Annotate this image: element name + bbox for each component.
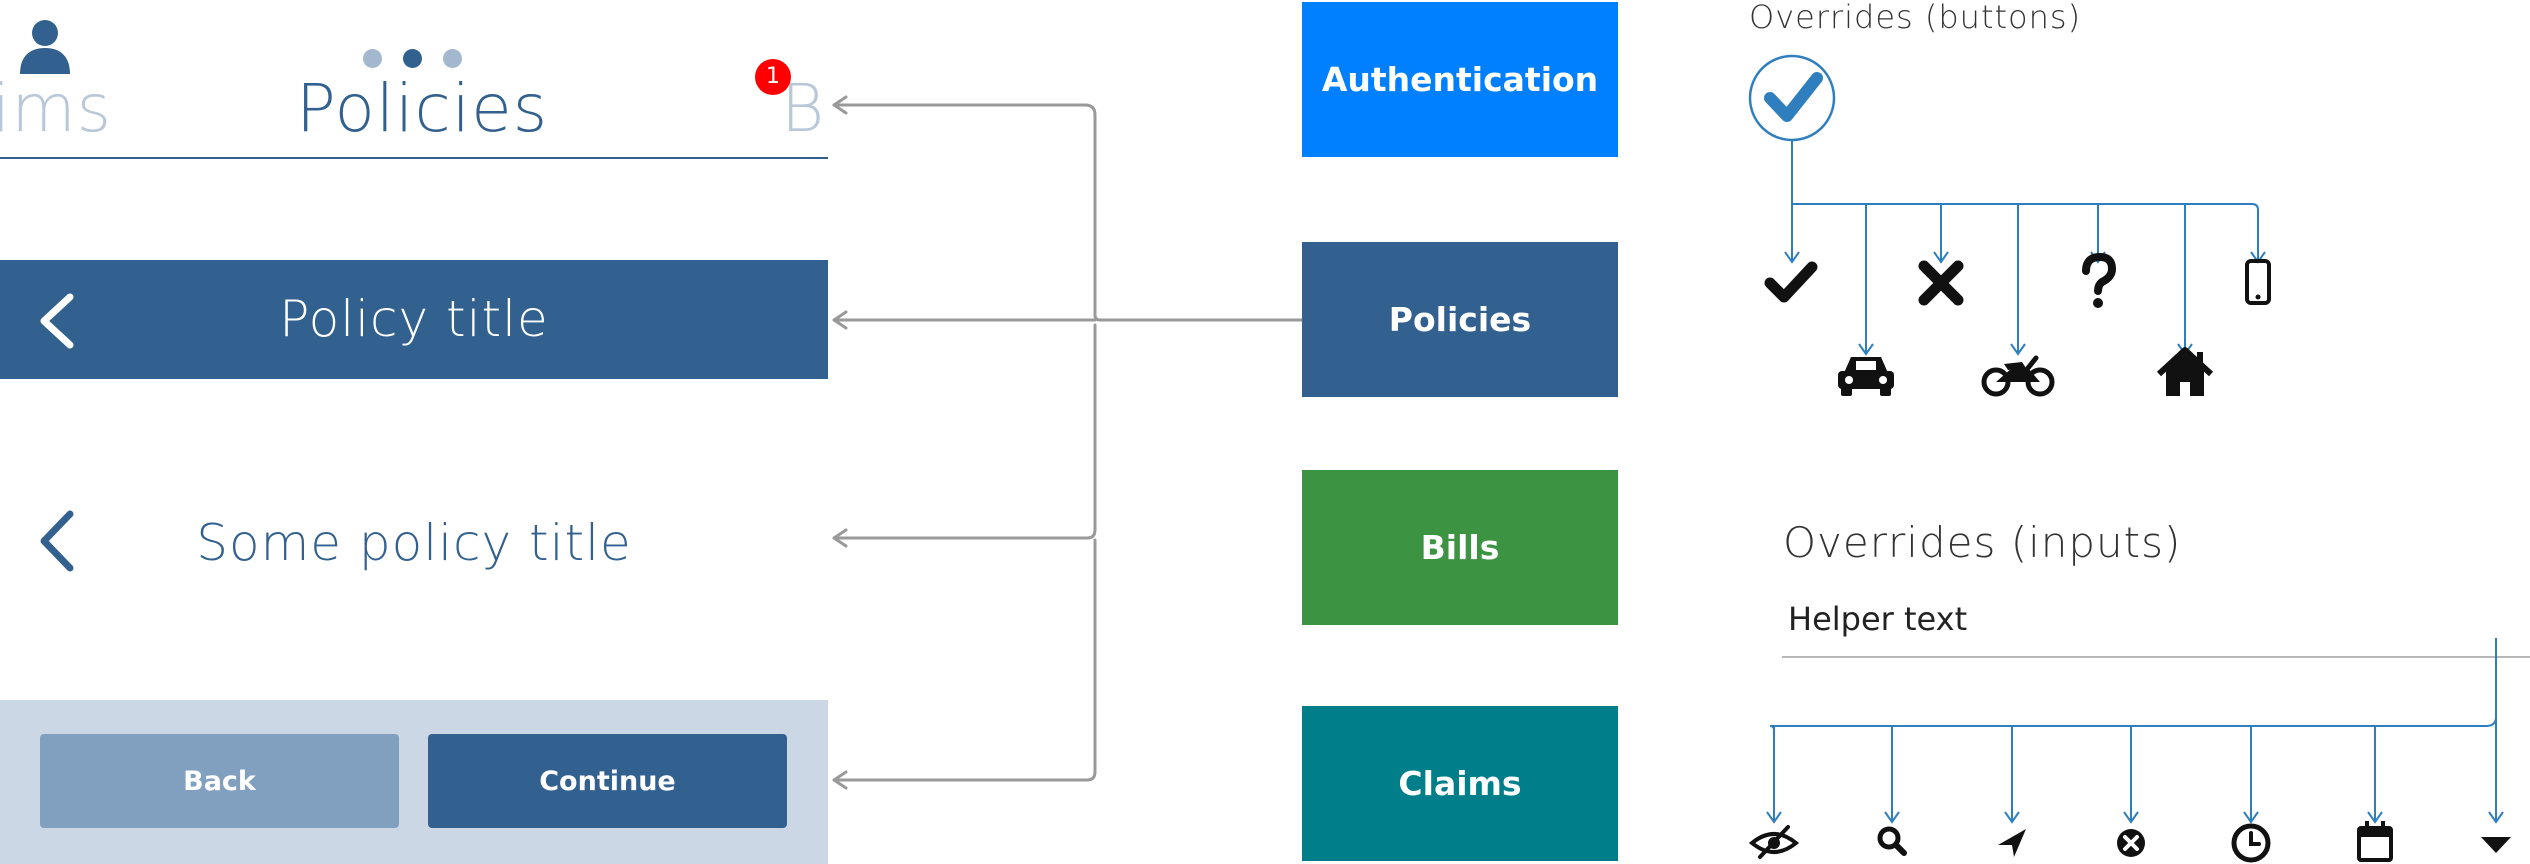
clock-icon xyxy=(2231,823,2271,863)
check-icon xyxy=(1764,261,1818,303)
plain-title-bar: Some policy title xyxy=(0,478,828,608)
calendar-icon xyxy=(2357,821,2393,862)
footer-button-panel: Back Continue xyxy=(0,700,828,864)
caret-down-icon xyxy=(2481,837,2511,853)
page-dot-2[interactable] xyxy=(403,49,422,68)
tabs-underline xyxy=(0,157,828,159)
close-icon xyxy=(1918,260,1964,306)
mobile-icon xyxy=(2245,259,2271,305)
page-dot-3[interactable] xyxy=(443,49,462,68)
tab-policies[interactable]: Policies xyxy=(296,70,549,147)
overrides-buttons-title: Overrides (buttons) xyxy=(1749,0,2082,36)
block-claims: Claims xyxy=(1302,706,1618,861)
back-chevron-icon[interactable] xyxy=(36,293,76,349)
block-policies: Policies xyxy=(1302,242,1618,397)
input-underline[interactable] xyxy=(1782,656,2530,658)
location-arrow-icon xyxy=(1998,829,2026,857)
notification-badge: 1 xyxy=(755,59,791,95)
block-bills: Bills xyxy=(1302,470,1618,625)
helper-text: Helper text xyxy=(1788,600,1968,638)
page-dot-1[interactable] xyxy=(363,49,382,68)
motorcycle-icon xyxy=(1981,355,2055,397)
overrides-inputs-title: Overrides (inputs) xyxy=(1783,518,2182,567)
eye-slash-icon xyxy=(1748,825,1800,859)
overrides-buttons-diagram xyxy=(1748,54,2271,397)
back-chevron-icon[interactable] xyxy=(36,510,76,572)
back-button[interactable]: Back xyxy=(40,734,399,828)
car-icon xyxy=(1838,357,1894,396)
tab-claims[interactable]: ims xyxy=(0,70,113,147)
policy-title: Policy title xyxy=(279,290,549,348)
question-icon xyxy=(2082,252,2117,308)
overrides-inputs-diagram xyxy=(1748,638,2511,863)
some-policy-title: Some policy title xyxy=(196,514,632,572)
clear-circle-icon xyxy=(2117,829,2145,857)
check-circle-icon xyxy=(1764,72,1823,122)
user-icon[interactable] xyxy=(18,18,72,78)
policy-title-bar: Policy title xyxy=(0,260,828,379)
continue-button[interactable]: Continue xyxy=(428,734,787,828)
home-icon xyxy=(2156,347,2214,396)
search-icon xyxy=(1877,826,1907,856)
block-authentication: Authentication xyxy=(1302,2,1618,157)
